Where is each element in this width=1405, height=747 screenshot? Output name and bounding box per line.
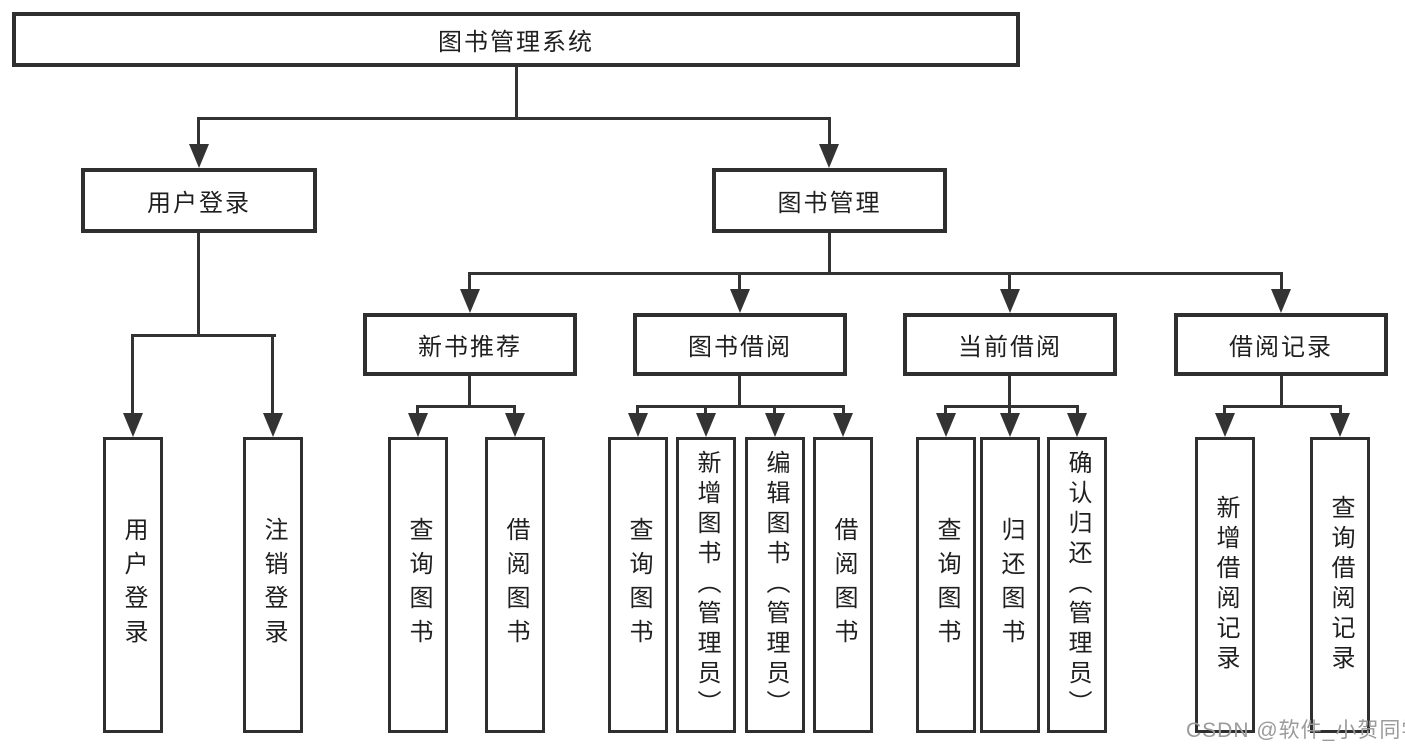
leaf-return-books: 归还图书 <box>980 437 1040 733</box>
leaf-rec-query-books: 查询图书 <box>388 437 448 733</box>
connector-drop-edit-book <box>773 405 776 416</box>
arrowhead-book-mgmt-icon <box>819 144 839 168</box>
leaf-logout-label: 注销登录 <box>260 517 287 653</box>
connector-drop-borrow-record <box>1280 272 1283 292</box>
connector-book-mgmt-rail <box>468 272 1283 275</box>
node-new-book-recommend-label: 新书推荐 <box>418 334 522 361</box>
connector-root-stem <box>515 67 518 119</box>
connector-level1-rail <box>197 117 831 120</box>
connector-book-borrow-stem <box>738 376 741 407</box>
leaf-rec-borrow-books-label: 借阅图书 <box>502 517 529 653</box>
connector-new-book-rec-rail <box>416 405 516 408</box>
arrowhead-current-borrow-icon <box>1000 289 1020 313</box>
leaf-add-books-admin-label: 新增图书（管理员） <box>693 450 720 720</box>
node-current-borrowing-label: 当前借阅 <box>958 334 1062 361</box>
connector-book-borrow-rail <box>636 405 845 408</box>
leaf-rec-query-books-label: 查询图书 <box>405 517 432 653</box>
connector-drop-book-borrow <box>738 272 741 292</box>
connector-current-borrow-rail <box>944 405 1079 408</box>
leaf-borrow-query-books: 查询图书 <box>608 437 668 733</box>
arrowhead-new-book-rec-icon <box>460 289 480 313</box>
leaf-rec-borrow-books: 借阅图书 <box>485 437 545 733</box>
connector-user-login-stem <box>197 233 200 336</box>
node-user-login-label: 用户登录 <box>147 190 251 217</box>
arrowhead-return-book-icon <box>1000 413 1020 437</box>
leaf-add-borrow-record-label: 新增借阅记录 <box>1212 495 1239 675</box>
connector-drop-borrow-query <box>636 405 639 416</box>
leaf-confirm-return-admin-label: 确认归还（管理员） <box>1064 450 1091 720</box>
connector-book-mgmt-stem <box>828 233 831 274</box>
node-book-management-label: 图书管理 <box>777 190 882 217</box>
leaf-logout: 注销登录 <box>243 437 303 733</box>
leaf-add-borrow-record: 新增借阅记录 <box>1195 437 1255 733</box>
connector-drop-new-book-rec <box>468 272 471 292</box>
arrowhead-borrow-query-icon <box>628 413 648 437</box>
connector-current-borrow-stem <box>1008 376 1011 407</box>
node-borrow-records: 借阅记录 <box>1174 313 1388 376</box>
connector-drop-add-record <box>1223 405 1226 416</box>
connector-borrow-record-rail <box>1223 405 1342 408</box>
leaf-query-borrow-record-label: 查询借阅记录 <box>1327 495 1354 675</box>
node-book-borrowing-label: 图书借阅 <box>688 334 792 361</box>
node-current-borrowing: 当前借阅 <box>903 313 1117 376</box>
leaf-current-query-books-label: 查询图书 <box>933 517 960 653</box>
node-user-login: 用户登录 <box>81 168 317 233</box>
connector-drop-borrow-book <box>842 405 845 416</box>
connector-drop-user-login <box>197 117 200 149</box>
node-root: 图书管理系统 <box>12 12 1020 67</box>
connector-drop-leaf-logout <box>271 334 274 415</box>
connector-user-login-rail <box>131 334 276 337</box>
leaf-borrow-query-books-label: 查询图书 <box>625 517 652 653</box>
leaf-user-login-label: 用户登录 <box>120 517 147 653</box>
leaf-confirm-return-admin: 确认归还（管理员） <box>1047 437 1107 733</box>
arrowhead-user-login-icon <box>189 144 209 168</box>
node-book-management: 图书管理 <box>712 168 947 233</box>
arrowhead-add-book-icon <box>696 413 716 437</box>
connector-drop-leaf-user-login <box>131 334 134 415</box>
connector-drop-rec-query <box>416 405 419 416</box>
arrowhead-borrow-book-icon <box>833 413 853 437</box>
node-root-label: 图书管理系统 <box>438 29 594 56</box>
node-borrow-records-label: 借阅记录 <box>1229 334 1333 361</box>
leaf-user-login: 用户登录 <box>103 437 163 733</box>
node-new-book-recommend: 新书推荐 <box>363 313 577 376</box>
arrowhead-add-record-icon <box>1215 413 1235 437</box>
connector-drop-return-book <box>1008 405 1011 416</box>
arrowhead-leaf-user-login-icon <box>123 413 143 437</box>
leaf-edit-books-admin-label: 编辑图书（管理员） <box>762 450 789 720</box>
csdn-watermark: CSDN @软件_小贺同学 <box>1186 719 1405 742</box>
leaf-borrow-books: 借阅图书 <box>813 437 873 733</box>
connector-borrow-record-stem <box>1280 376 1283 407</box>
arrowhead-edit-book-icon <box>765 413 785 437</box>
arrowhead-rec-borrow-icon <box>505 413 525 437</box>
arrowhead-current-query-icon <box>936 413 956 437</box>
connector-drop-book-mgmt <box>828 117 831 149</box>
arrowhead-query-record-icon <box>1330 413 1350 437</box>
leaf-return-books-label: 归还图书 <box>997 517 1024 653</box>
connector-drop-confirm-return <box>1076 405 1079 416</box>
leaf-borrow-books-label: 借阅图书 <box>830 517 857 653</box>
leaf-query-borrow-record: 查询借阅记录 <box>1310 437 1370 733</box>
arrowhead-rec-query-icon <box>408 413 428 437</box>
arrowhead-confirm-return-icon <box>1067 413 1087 437</box>
connector-new-book-rec-stem <box>468 376 471 407</box>
arrowhead-leaf-logout-icon <box>263 413 283 437</box>
arrowhead-book-borrow-icon <box>730 289 750 313</box>
connector-drop-rec-borrow <box>513 405 516 416</box>
connector-drop-current-borrow <box>1008 272 1011 292</box>
connector-drop-query-record <box>1339 405 1342 416</box>
node-book-borrowing: 图书借阅 <box>633 313 847 376</box>
leaf-add-books-admin: 新增图书（管理员） <box>676 437 736 733</box>
arrowhead-borrow-record-icon <box>1271 289 1291 313</box>
connector-drop-add-book <box>704 405 707 416</box>
connector-drop-current-query <box>944 405 947 416</box>
leaf-current-query-books: 查询图书 <box>916 437 976 733</box>
leaf-edit-books-admin: 编辑图书（管理员） <box>745 437 805 733</box>
